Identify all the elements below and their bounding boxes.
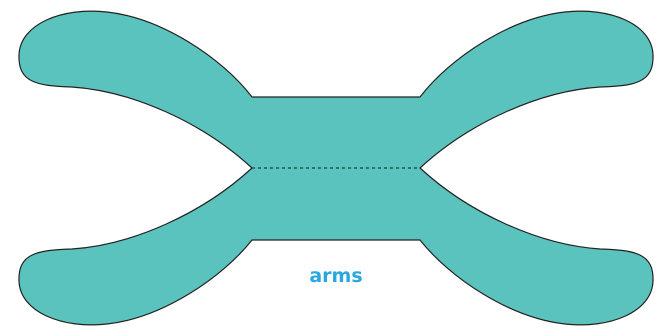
arms-label: arms bbox=[309, 265, 362, 287]
